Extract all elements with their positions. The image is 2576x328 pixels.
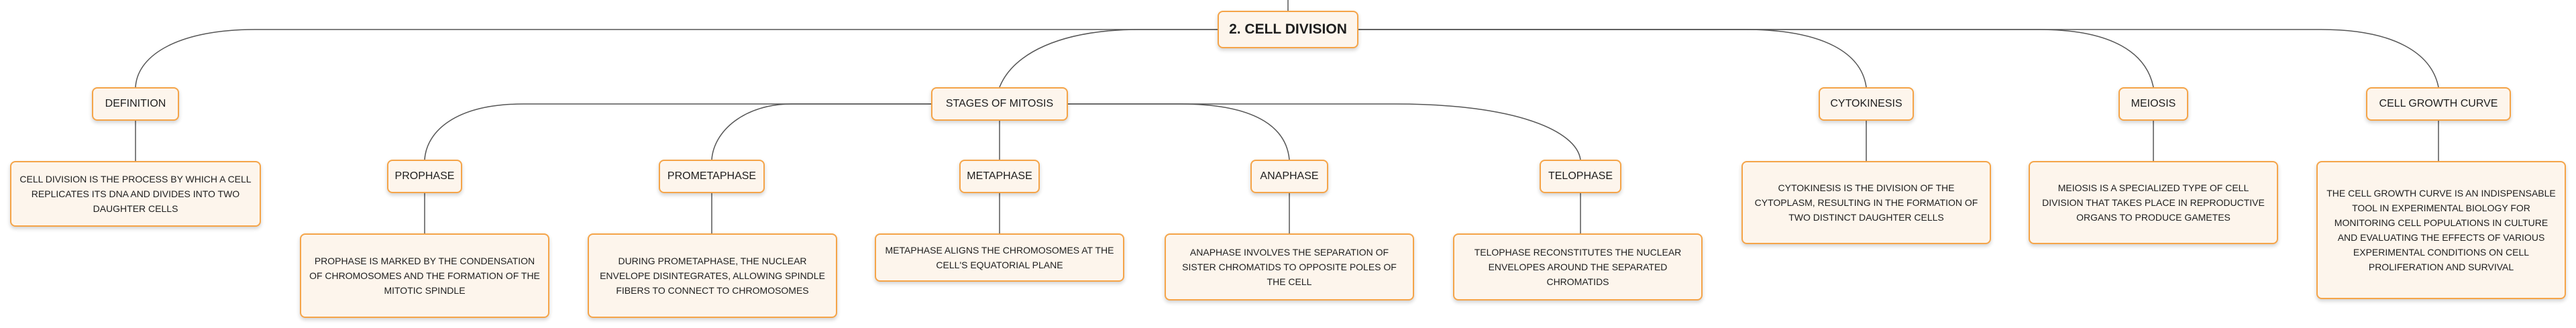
connector-mitosis-prometaphase [711,103,931,160]
stage-prometaphase[interactable]: PROMETAPHASE [659,160,765,193]
telophase-description: TELOPHASE RECONSTITUTES THE NUCLEAR ENVE… [1453,233,1703,300]
stage-telophase[interactable]: TELOPHASE [1540,160,1621,193]
connector-mitosis-telophase [1068,103,1581,160]
stage-anaphase[interactable]: ANAPHASE [1250,160,1328,193]
connector-root-mitosis [999,29,1218,88]
metaphase-description: METAPHASE ALIGNS THE CHROMOSOMES AT THE … [875,233,1124,282]
connector-root-meiosis [1358,29,2154,88]
prometaphase-description: DURING PROMETAPHASE, THE NUCLEAR ENVELOP… [588,233,837,318]
topic-definition[interactable]: DEFINITION [92,87,179,121]
topic-cytokinesis[interactable]: CYTOKINESIS [1819,87,1914,121]
definition-description: CELL DIVISION IS THE PROCESS BY WHICH A … [10,161,261,227]
connector-mitosis-anaphase [1068,103,1290,160]
cell-growth-curve-description: THE CELL GROWTH CURVE IS AN INDISPENSABL… [2316,161,2566,299]
connector-root-definition [135,29,1218,88]
connector-root-cytokinesis [1358,29,1867,88]
cytokinesis-description: CYTOKINESIS IS THE DIVISION OF THE CYTOP… [1741,161,1991,244]
topic-meiosis[interactable]: MEIOSIS [2118,87,2188,121]
anaphase-description: ANAPHASE INVOLVES THE SEPARATION OF SIST… [1165,233,1414,300]
connector-root-growth-curve [1358,29,2439,88]
stage-prophase[interactable]: PROPHASE [387,160,462,193]
topic-stages-of-mitosis[interactable]: STAGES OF MITOSIS [931,87,1068,121]
topic-cell-growth-curve[interactable]: CELL GROWTH CURVE [2366,87,2511,121]
root-node[interactable]: 2. CELL DIVISION [1218,11,1358,48]
meiosis-description: MEIOSIS IS A SPECIALIZED TYPE OF CELL DI… [2029,161,2278,244]
connector-mitosis-prophase [424,103,931,160]
stage-metaphase[interactable]: METAPHASE [959,160,1040,193]
prophase-description: PROPHASE IS MARKED BY THE CONDENSATION O… [300,233,549,318]
